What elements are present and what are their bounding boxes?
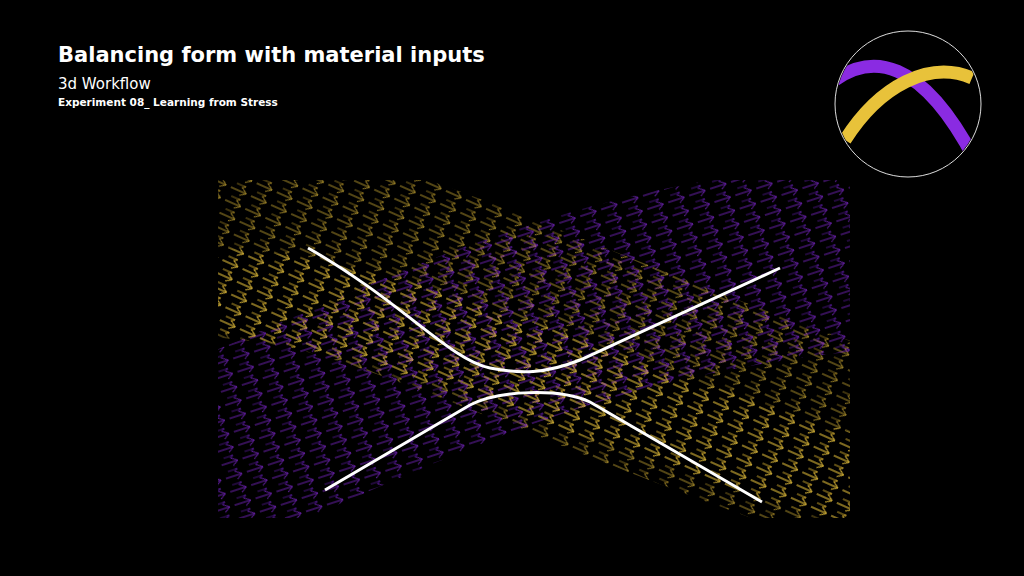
form-curve (308, 248, 780, 372)
form-curve (325, 393, 762, 502)
subtitle: 3d Workflow (58, 75, 151, 93)
experiment-label: Experiment 08_ Learning from Stress (58, 96, 278, 108)
inset-circle (835, 31, 981, 177)
page-title: Balancing form with material inputs (58, 43, 485, 67)
